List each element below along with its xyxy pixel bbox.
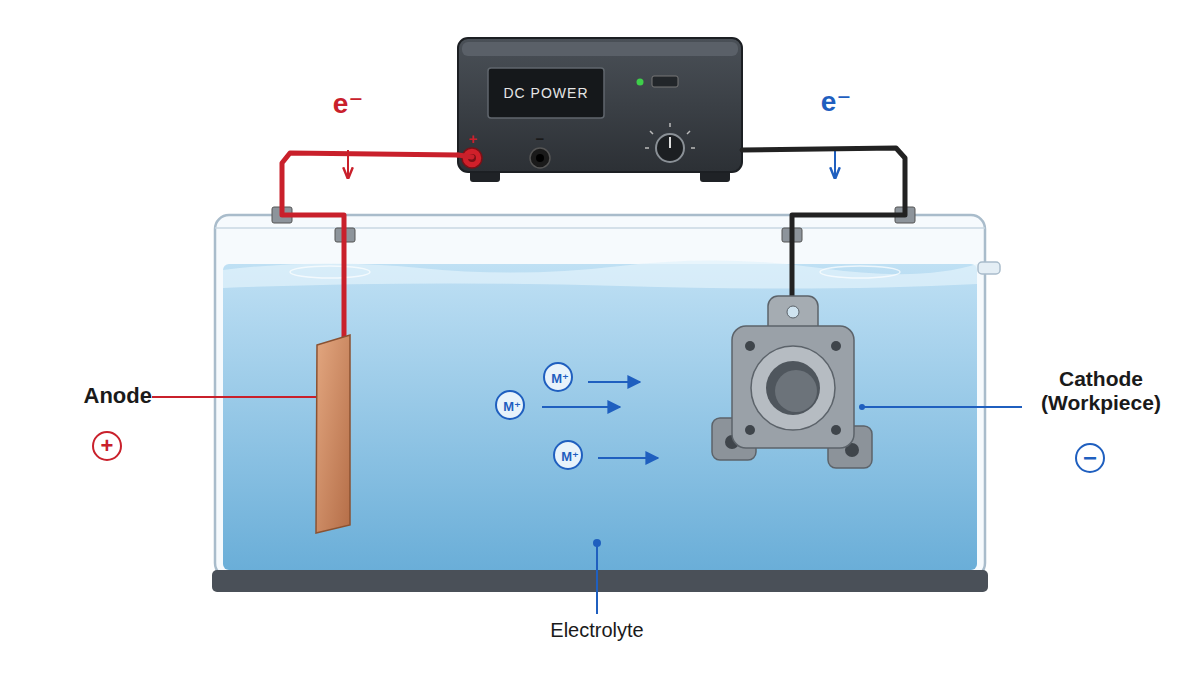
voltage-knob (645, 123, 695, 162)
display-text: DC POWER (488, 68, 604, 118)
ion-symbol: M⁺ (497, 392, 527, 422)
metal-ion: M⁺ (553, 440, 583, 470)
electron-arrow (347, 150, 349, 178)
leader-dot (859, 404, 865, 410)
electron-symbol: e⁻ (810, 84, 862, 120)
copper-plate (316, 335, 350, 533)
metal-ion: M⁺ (495, 390, 525, 420)
electrolyte-tank: Anode+M⁺M⁺M⁺Cathode (Workpiece)−Electrol… (215, 215, 985, 593)
clamp-block (782, 228, 802, 242)
negative-terminal (530, 148, 550, 168)
clamp-block (335, 228, 355, 242)
tank-base (212, 570, 988, 592)
ion-symbol: M⁺ (555, 442, 585, 472)
electrode-clamps (272, 207, 915, 242)
terminal-sign: + (464, 130, 482, 147)
terminal-hole (536, 154, 544, 162)
wire-stub (458, 155, 472, 157)
metal-ion: M⁺ (543, 362, 573, 392)
bolt-hole (745, 425, 755, 435)
tank-glass (215, 215, 985, 577)
anode-plate: Anode+ (314, 333, 352, 535)
electron-arrow (834, 150, 836, 178)
bolt-hole (745, 341, 755, 351)
ion-arrow (588, 381, 640, 383)
electrode-label: Anode (36, 381, 152, 411)
leader-dot (593, 539, 601, 547)
bolt-hole (831, 341, 841, 351)
tank-rim (215, 227, 985, 229)
tank-spout (978, 262, 1000, 274)
polarity-symbol: − (1075, 443, 1105, 473)
power-supply-box: DC POWER (458, 38, 742, 172)
clamp-block (895, 207, 915, 223)
power-wire (282, 153, 458, 338)
bolt-hole (831, 425, 841, 435)
supply-switch (652, 76, 678, 87)
tab-hole (787, 306, 799, 318)
supply-case (458, 38, 742, 172)
liquid-surface (223, 260, 977, 288)
clamp-block (272, 207, 292, 223)
cathode-workpiece: Cathode (Workpiece)− (712, 296, 872, 474)
tank-label: Electrolyte (532, 616, 662, 644)
supply-top (462, 42, 738, 56)
leader-line (152, 396, 318, 398)
polarity-symbol: + (92, 431, 122, 461)
electrode-label: Cathode (Workpiece) (1022, 362, 1180, 420)
ion-arrow (598, 457, 658, 459)
anode-plate-outline (314, 333, 352, 535)
ripple (290, 266, 370, 278)
supply-display (488, 68, 604, 118)
electrolyte-liquid (223, 264, 977, 570)
ion-symbol: M⁺ (545, 364, 575, 394)
leader-line (862, 406, 1022, 408)
bore (766, 361, 820, 415)
plating-tank (212, 215, 1000, 592)
terminal-sign: − (531, 130, 549, 147)
cathode-workpiece-outline (712, 296, 872, 474)
power-led (637, 79, 644, 86)
flange-body (732, 326, 854, 448)
electron-symbol: e⁻ (322, 86, 374, 122)
ripple (820, 266, 900, 278)
leader-line (596, 543, 598, 614)
hub-ring (751, 346, 835, 430)
ion-arrow (542, 406, 620, 408)
power-wire (742, 148, 905, 298)
power-supply (458, 38, 742, 182)
bore-inner (775, 370, 817, 412)
